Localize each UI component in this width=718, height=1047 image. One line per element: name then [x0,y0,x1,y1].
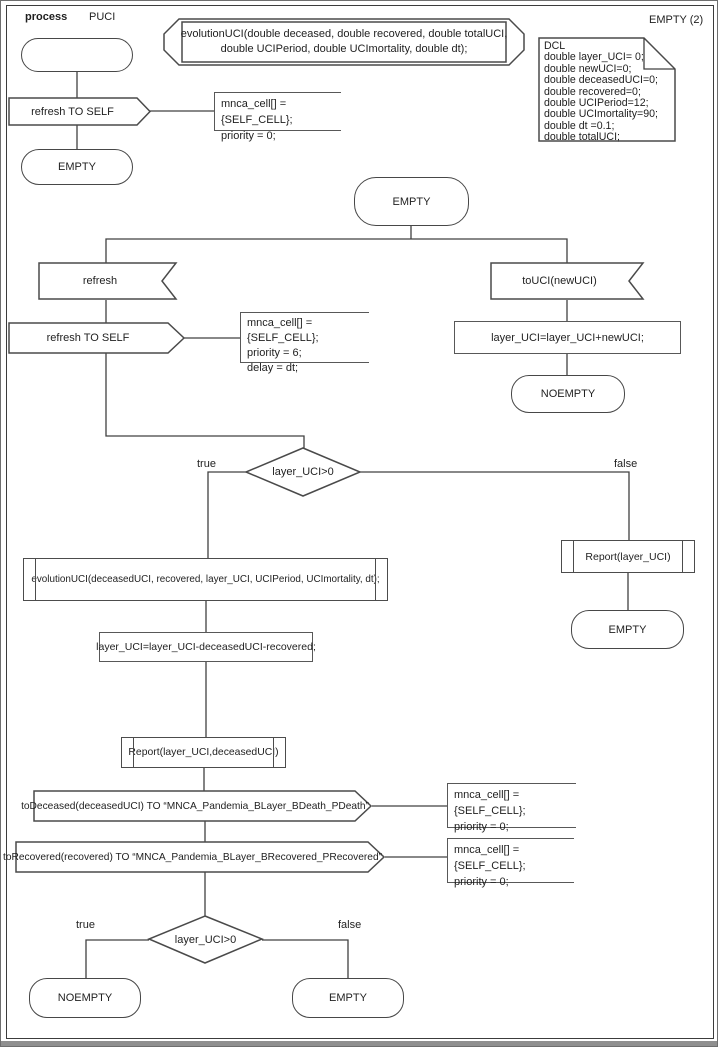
output-torecovered[interactable]: toRecovered(recovered) TO “MNCA_Pandemia… [3,841,386,873]
output-label: toDeceased(deceasedUCI) TO “MNCA_Pandemi… [21,800,369,812]
comment-priority-6[interactable]: mnca_cell[] = {SELF_CELL}; priority = 6;… [240,312,369,374]
note-shape [538,37,676,142]
input-shape [490,262,645,300]
connector-decision1-true [207,471,246,559]
decision-shape [147,915,264,964]
state-empty-page[interactable]: EMPTY [354,177,469,226]
procedure-report-layeruci-deceased[interactable]: Report(layer_UCI,deceasedUCI) [121,737,286,768]
output-label: toRecovered(recovered) TO “MNCA_Pandemia… [3,851,383,863]
output-refresh-to-self-start[interactable]: refresh TO SELF [8,97,153,126]
dcl-note[interactable]: DCL double layer_UCI= 0; double newUCI=0… [538,37,676,144]
state-empty-top[interactable]: EMPTY [21,149,133,185]
comment-priority-0-recovered[interactable]: mnca_cell[] = {SELF_CELL}; priority = 0; [447,838,574,888]
output-shape [8,97,152,126]
connector-decision1-false [360,471,630,541]
decision1-true-label: true [197,458,216,470]
start-state[interactable] [21,38,133,72]
state-noempty-mid[interactable]: NOEMPTY [511,375,625,413]
state-empty-bottom[interactable]: EMPTY [292,978,404,1018]
dcl-note-label: DCL double layer_UCI= 0; double newUCI=0… [544,40,658,144]
output-shape [33,790,373,822]
connector-empty-split [105,226,568,264]
decision2-false-label: false [338,919,362,931]
connector-left-to-decision1 [105,353,305,448]
process-name: PUCI [89,11,116,23]
declaration-shape [163,18,525,66]
decision-shape [244,447,362,497]
decision-label: layer_UCI>0 [174,933,237,946]
task-subtract-deceased-recovered[interactable]: layer_UCI=layer_UCI-deceasedUCI-recovere… [96,632,316,662]
comment-priority-0-top[interactable]: mnca_cell[] = {SELF_CELL}; priority = 0; [214,92,341,142]
decision1-false-label: false [614,458,638,470]
procedure-declaration[interactable]: evolutionUCI(double deceased, double rec… [163,18,525,66]
page-label: EMPTY (2) [649,14,704,26]
input-label: toUCI(newUCI) [522,275,597,287]
connector-decision2-true [85,939,149,979]
output-label: refresh TO SELF [31,105,114,118]
output-shape [8,322,186,354]
output-label: refresh TO SELF [46,332,130,344]
state-empty-right[interactable]: EMPTY [571,610,684,649]
input-shape [38,262,178,300]
decision2-true-label: true [76,919,95,931]
decision-layer-uci-2[interactable]: layer_UCI>0 [147,915,264,964]
procedure-report-layeruci[interactable]: Report(layer_UCI) [561,540,695,573]
declaration-label: evolutionUCI(double deceased, double rec… [180,28,508,55]
input-touci[interactable]: toUCI(newUCI) [490,262,645,300]
output-refresh-to-self-mid[interactable]: refresh TO SELF [8,322,186,354]
window-bottom-edge [1,1041,717,1046]
input-refresh[interactable]: refresh [38,262,178,300]
comment-priority-0-deceased[interactable]: mnca_cell[] = {SELF_CELL}; priority = 0; [447,783,576,833]
decision-label: layer_UCI>0 [272,466,334,478]
task-add-newuci[interactable]: layer_UCI=layer_UCI+newUCI; [454,321,681,354]
state-noempty-bottom[interactable]: NOEMPTY [29,978,141,1018]
connector-decision2-false [262,939,349,979]
process-keyword: process [25,11,68,23]
process-frame [6,5,714,1039]
procedure-evolutionuci-call[interactable]: evolutionUCI(deceasedUCI, recovered, lay… [23,558,388,601]
input-label: refresh [82,275,118,287]
decision-layer-uci-1[interactable]: layer_UCI>0 [244,447,362,497]
output-shape [15,841,386,873]
output-todeceased[interactable]: toDeceased(deceasedUCI) TO “MNCA_Pandemi… [21,790,373,822]
